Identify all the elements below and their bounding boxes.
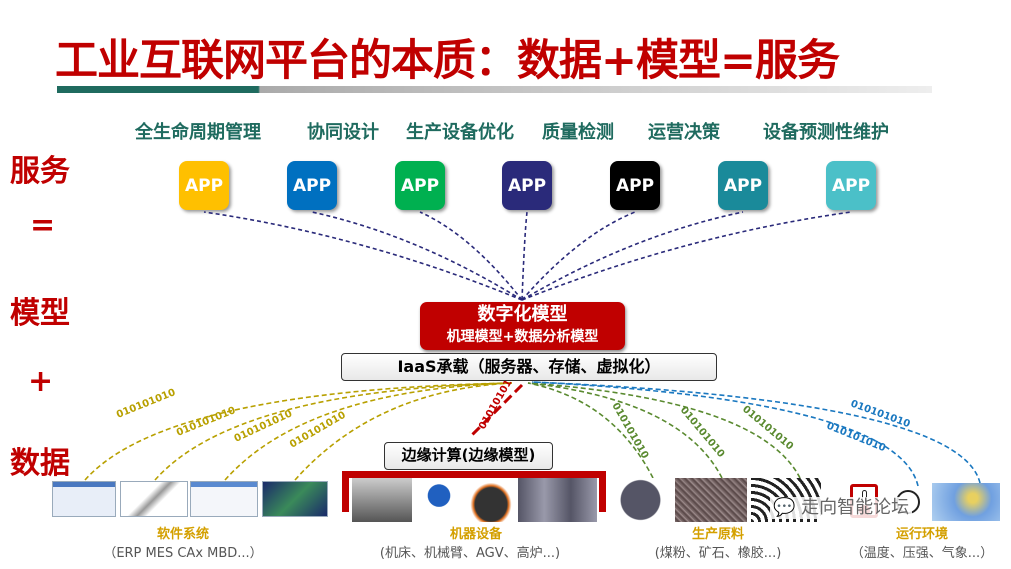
service-label: 协同设计 [307,122,379,143]
software-link-line [294,382,513,481]
edge-computing-box: 边缘计算(边缘模型) [384,442,553,470]
digital-model-title: 数字化模型 [477,304,568,325]
binary-label: 010101010 [609,401,650,461]
side-label-data: 数据 [10,446,70,481]
service-label: 运营决策 [648,122,720,143]
digital-model-subtitle: 机理模型+数据分析模型 [446,329,599,345]
software-link-line [84,382,513,481]
app-button[interactable]: APP [718,161,768,210]
app-button[interactable]: APP [610,161,660,210]
machine-bracket [342,471,606,512]
binary-label: 010101010 [175,405,237,439]
material-link-line [527,382,654,479]
group-title: 软件系统 [156,527,210,542]
app-link-line [203,211,523,301]
app-link-line [521,211,852,301]
app-button[interactable]: APP [826,161,876,210]
edge-link-line [468,383,524,439]
app-link-line [521,211,528,301]
group-detail: (煤粉、矿石、橡胶...) [654,546,782,561]
group-title: 运行环境 [895,527,949,542]
environment-link-line [531,381,981,484]
app-link-line [521,211,744,301]
software-link-line [224,382,513,481]
app-link-line [311,211,523,301]
app-button[interactable]: APP [395,161,445,210]
page-title: 工业互联网平台的本质：数据+模型=服务 [55,36,840,86]
weather-map-image [932,483,1000,521]
watermark-text: 走向智能论坛 [801,497,910,518]
binary-label: 010101010 [288,410,348,451]
side-label-plus: + [28,364,54,399]
service-label: 质量检测 [542,122,614,143]
app-button[interactable]: APP [287,161,337,210]
service-label: 设备预测性维护 [763,122,889,143]
title-underline [57,86,932,93]
service-label: 全生命周期管理 [135,122,261,143]
wechat-icon: 💬 [773,497,796,518]
binary-label: 010101010 [849,398,912,430]
blast-furnace-image [518,478,597,522]
iaas-box: IaaS承载（服务器、存储、虚拟化） [341,353,717,381]
environment-link-line [531,381,919,487]
side-label-model: 模型 [10,296,70,331]
side-label-equals: = [30,208,56,243]
app-button[interactable]: APP [179,161,229,210]
side-label-service: 服务 [10,154,70,189]
binary-label: 010101010 [233,408,294,444]
group-detail: （温度、压强、气象...） [850,546,994,561]
binary-label: 010101010 [740,404,795,453]
robot-arm-image [414,478,464,522]
group-detail: (机床、机械臂、AGV、高炉...) [379,546,561,561]
service-label: 生产设备优化 [406,122,514,143]
group-title: 生产原料 [691,527,745,542]
material-link-line [527,382,801,479]
coal-powder-image [613,478,668,522]
app-link-line [419,211,523,301]
binary-label: 010101010 [678,405,727,460]
agv-image [466,478,516,522]
digital-model-box: 数字化模型 机理模型+数据分析模型 [420,302,625,350]
machine-tool-image [352,478,412,522]
binary-label: 010101010 [825,421,887,455]
software-screenshot-image [120,481,188,517]
material-link-line [527,382,723,479]
app-link-line [521,211,636,301]
software-screenshot-image [190,481,258,517]
software-screenshot-image [52,481,116,517]
software-link-line [154,382,513,481]
binary-label: 010101010 [115,387,177,421]
app-button[interactable]: APP [502,161,552,210]
group-detail: （ERP MES CAx MBD...） [103,546,263,561]
software-screenshot-image [262,481,328,517]
ore-image [675,478,747,522]
watermark: 💬 走向智能论坛 [770,497,913,519]
group-title: 机器设备 [449,527,503,542]
